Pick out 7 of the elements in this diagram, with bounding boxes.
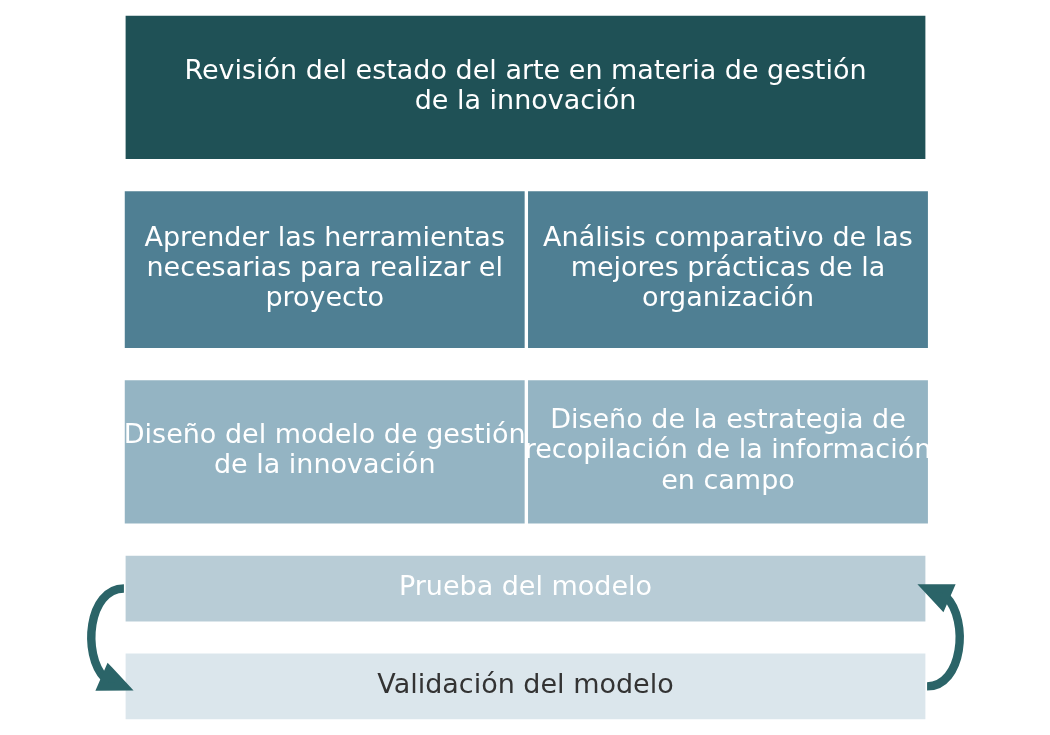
node-box: Aprender las herramientas necesarias para realizar el proyecto [122, 189, 526, 350]
node-box: Prueba del modelo [123, 553, 927, 624]
node-box: Revisión del estado del arte en materia de gestión de la innovación [123, 14, 927, 161]
node-box: Análisis comparativo de las mejores prácticas de la organización [525, 189, 930, 350]
node-box: Diseño de la estrategia de recopilación de la información en campo [525, 378, 930, 526]
node-box: Validación del modelo [123, 651, 927, 721]
node-box: Diseño del modelo de gestión de la innovación [122, 378, 526, 526]
